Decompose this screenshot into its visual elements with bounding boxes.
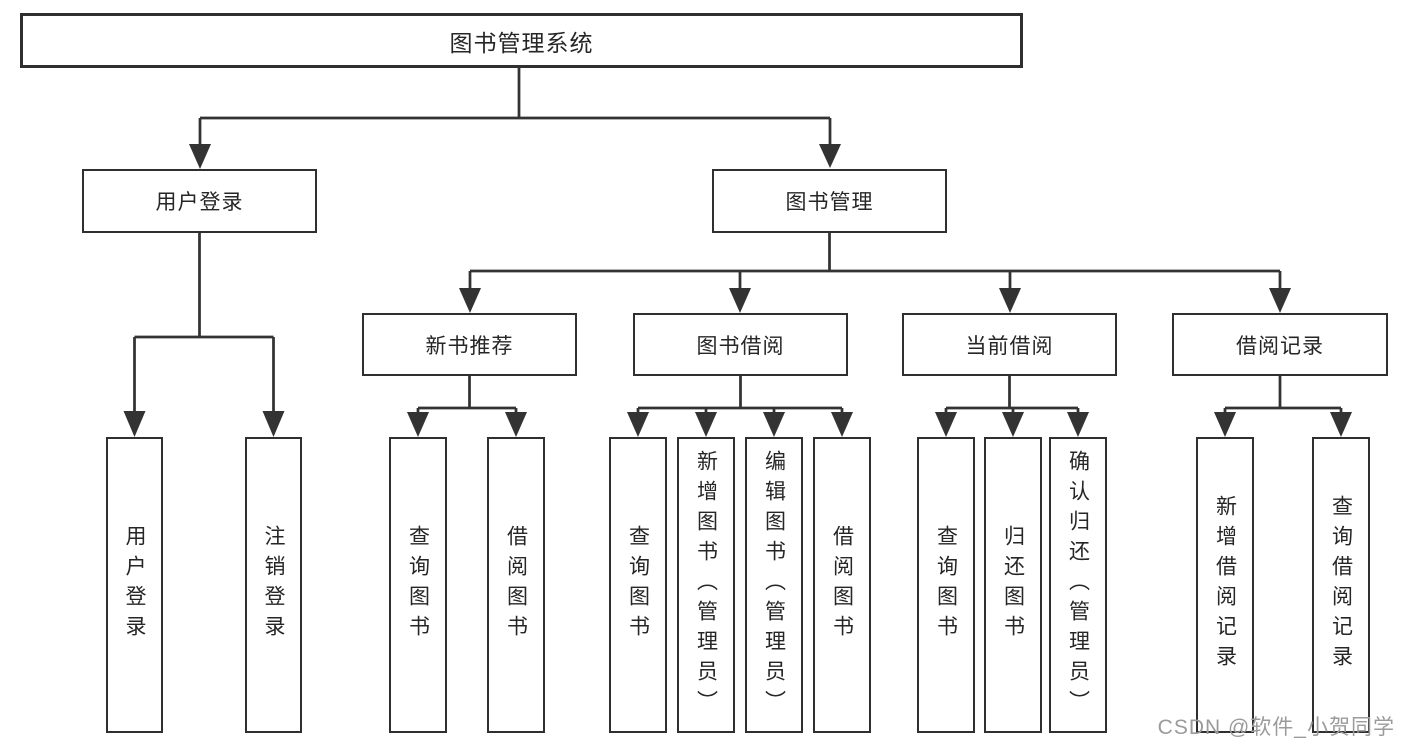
node-book-management: 图书管理 [712,169,947,233]
arrowheads [123,144,1352,437]
node-add-book-admin: 新增图书（管理员） [677,437,735,733]
node-new-book-recommend: 新书推荐 [362,313,577,376]
connector-userlogin-to-leaves [133,233,275,413]
node-current-borrow: 当前借阅 [902,313,1117,376]
node-query-books-recommend: 查询图书 [389,437,447,733]
connector-bookmgmt-to-level3 [468,233,1282,290]
connector-root-to-level2 [198,68,832,146]
node-logout: 注销登录 [245,437,302,733]
connector-currentborrow-to-leaves [944,376,1080,414]
node-return-book: 归还图书 [984,437,1042,733]
node-book-borrow: 图书借阅 [633,313,848,376]
node-root: 图书管理系统 [20,13,1023,68]
node-add-borrow-record: 新增借阅记录 [1196,437,1254,733]
connector-bookborrow-to-leaves [636,376,844,414]
node-query-borrow-record: 查询借阅记录 [1312,437,1370,733]
node-query-books-current: 查询图书 [917,437,975,733]
connector-newbook-to-leaves [416,376,518,414]
connector-borrowrecord-to-leaves [1223,376,1343,414]
node-borrow-books-leaf: 借阅图书 [813,437,871,733]
csdn-watermark: CSDN @软件_小贺同学 [1157,716,1395,739]
node-query-books-borrow: 查询图书 [609,437,667,733]
node-user-login-branch: 用户登录 [82,169,317,233]
node-user-login-leaf: 用户登录 [106,437,163,733]
node-edit-book-admin: 编辑图书（管理员） [745,437,803,733]
node-borrow-records: 借阅记录 [1172,313,1388,376]
node-borrow-books-recommend: 借阅图书 [487,437,545,733]
node-confirm-return-admin: 确认归还（管理员） [1049,437,1107,733]
